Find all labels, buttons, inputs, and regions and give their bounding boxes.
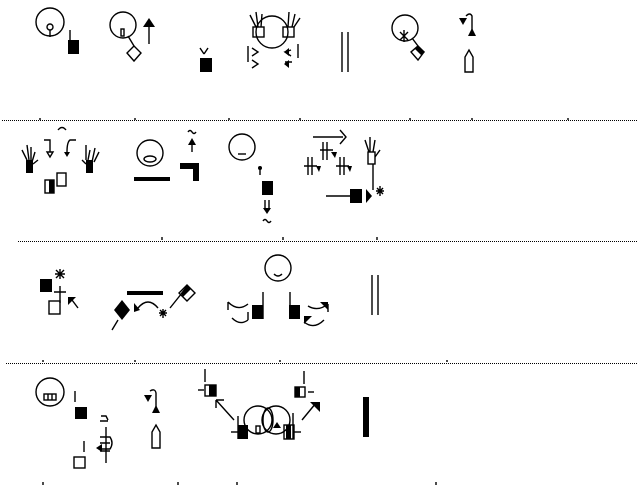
double-bar-punctuation [341, 32, 349, 72]
smile-two-hands-sign [227, 254, 329, 327]
face-sign [35, 7, 79, 54]
diamond-arc-sign [111, 284, 196, 331]
arrow-hook-sign [144, 389, 161, 449]
movement-arrows-sign [459, 13, 476, 73]
hand-movement-sign [228, 133, 273, 224]
two-faces-contact-sign [198, 369, 320, 440]
two-hands-rotation-sign [21, 126, 100, 194]
face-touch-sign [391, 14, 425, 62]
head-movement-sign [109, 11, 155, 63]
tick-marks [39, 118, 569, 485]
teeth-face-sign [35, 377, 113, 469]
hand-movement-sign [304, 129, 384, 203]
contact-sign [40, 269, 79, 315]
two-hands-face-sign [247, 11, 301, 69]
mouth-shape-sign [134, 139, 170, 181]
single-bar-punctuation [363, 397, 369, 437]
hand-shape-sign [199, 47, 212, 72]
double-bar-punctuation [371, 275, 379, 315]
face-movement-sign [180, 129, 199, 181]
